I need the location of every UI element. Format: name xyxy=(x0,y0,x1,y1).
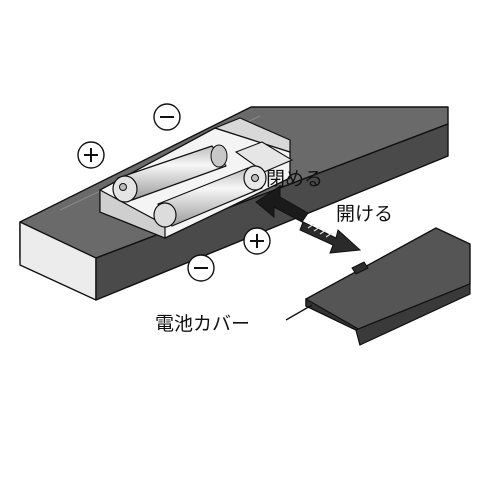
open-arrow xyxy=(299,221,362,254)
label-close: 閉める xyxy=(266,168,323,190)
close-arrow xyxy=(255,185,309,223)
plus-mark-left: + xyxy=(77,141,105,169)
minus-mark-bottom: − xyxy=(187,254,215,282)
battery-upper xyxy=(112,144,228,203)
compartment-latch-tab xyxy=(234,141,294,173)
battery-cover xyxy=(305,227,471,346)
compartment-side-wall xyxy=(99,188,166,239)
plus-mark-right: + xyxy=(243,227,271,255)
cover-leader-line xyxy=(285,304,313,321)
label-battery-cover: 電池カバー xyxy=(155,313,250,335)
label-open: 開ける xyxy=(336,203,393,225)
cover-hook xyxy=(351,261,369,275)
cover-side-lip xyxy=(355,283,471,346)
battery-compartment xyxy=(99,117,294,239)
battery-lower xyxy=(153,165,267,228)
minus-mark-top: − xyxy=(153,103,181,131)
